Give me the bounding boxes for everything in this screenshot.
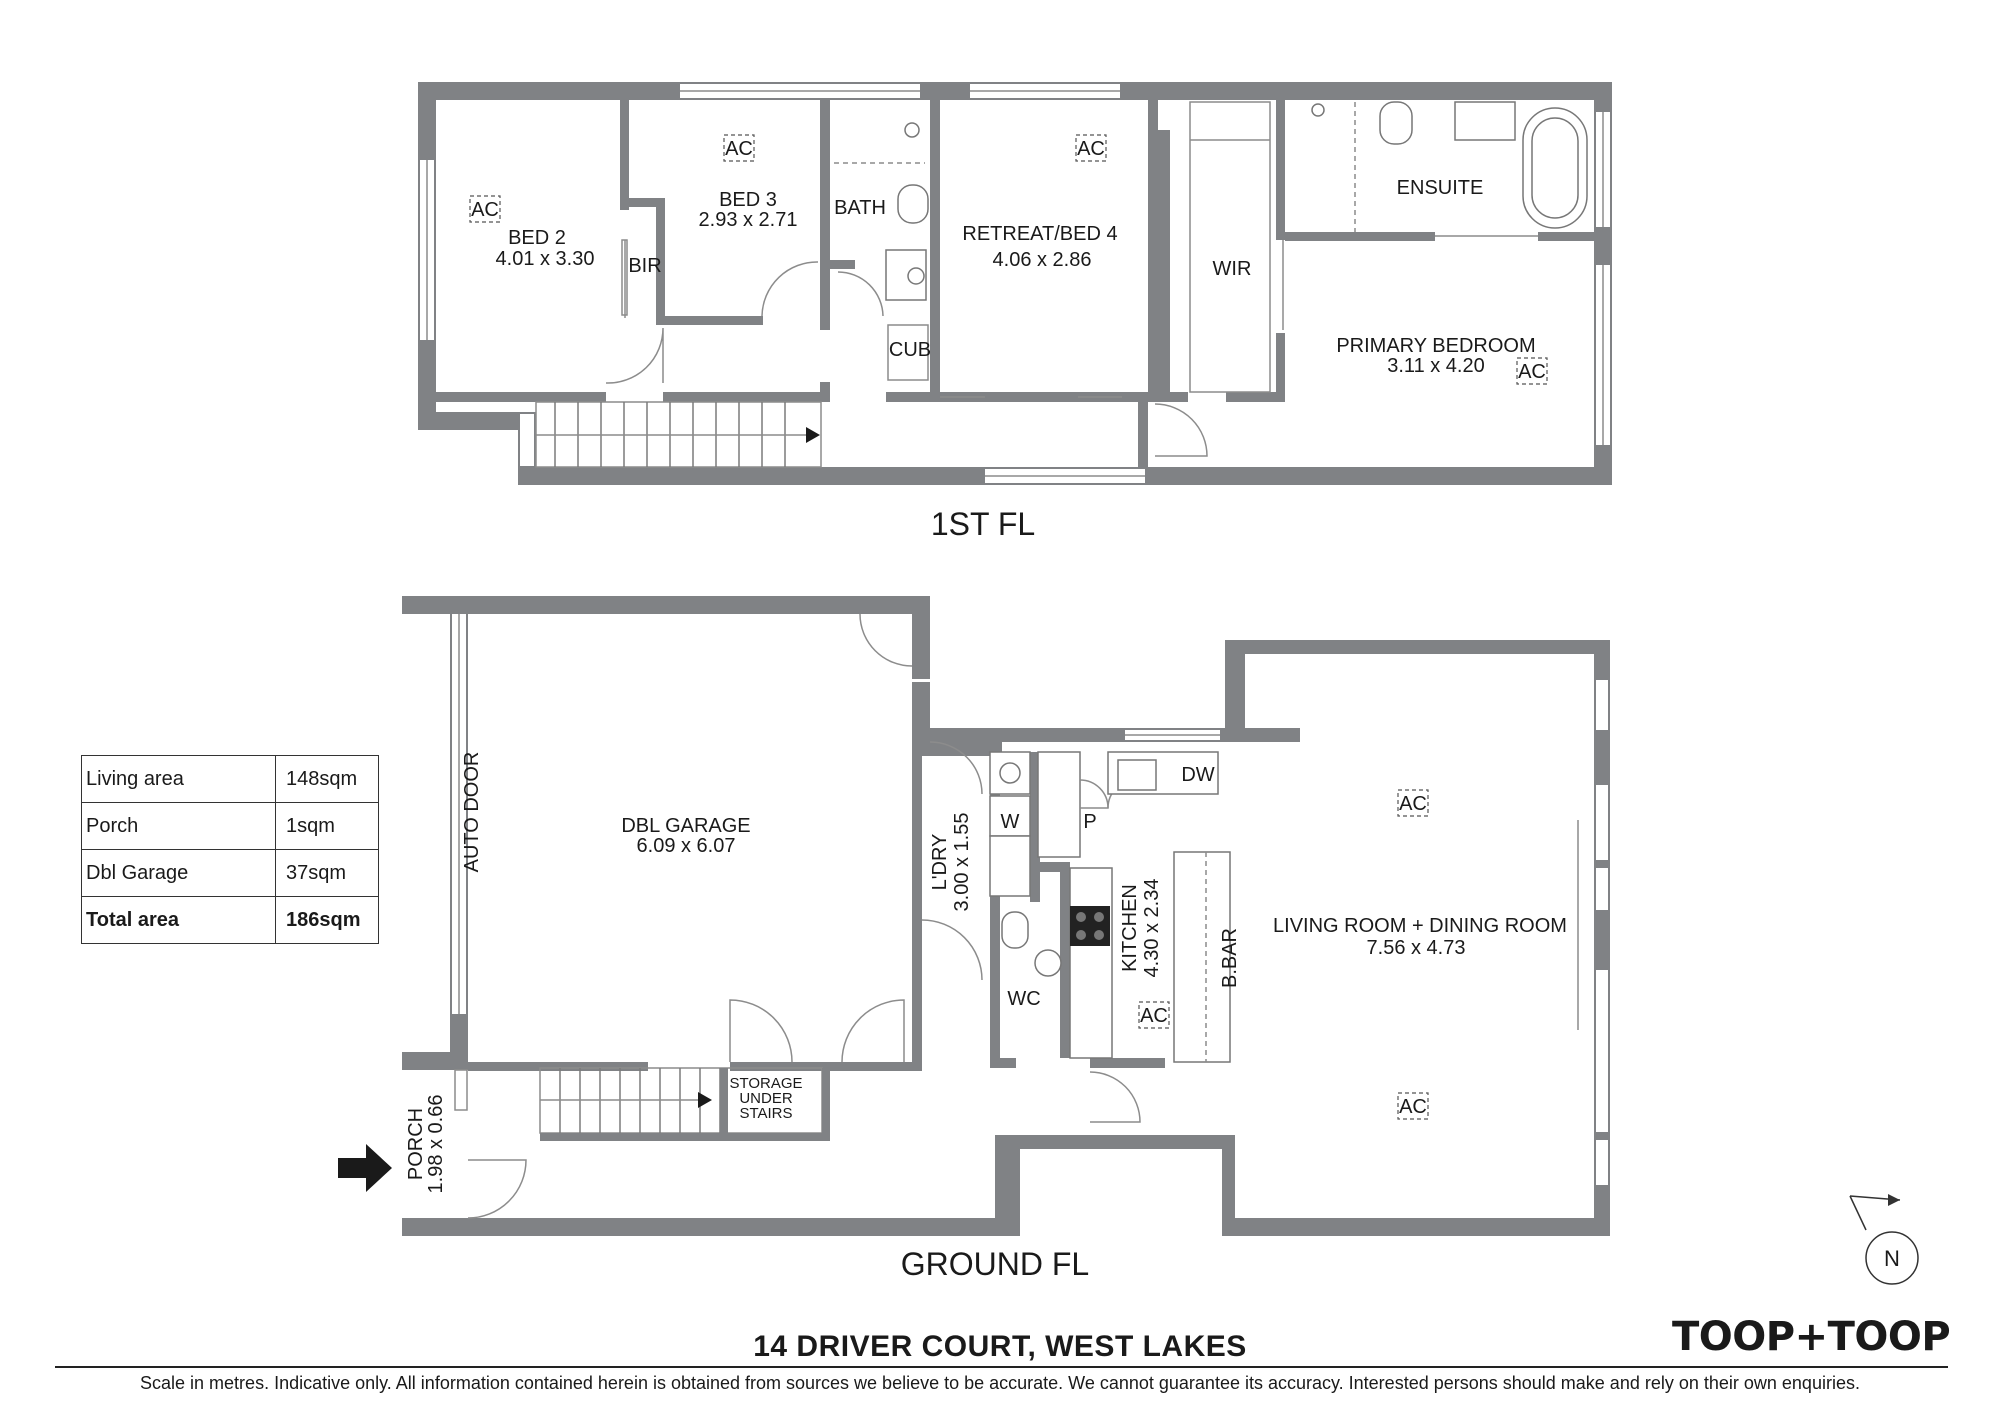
area-summary-table: Living area 148sqm Porch 1sqm Dbl Garage… (81, 755, 379, 944)
area-label: Total area (81, 896, 276, 944)
garage-dims: 6.09 x 6.07 (637, 835, 736, 857)
first-floor-outer-wall (418, 82, 1612, 485)
bath-label: BATH (834, 197, 886, 219)
first-floor-plan: BED 2 4.01 x 3.30 BIR BED 3 2.93 x 2.71 … (418, 82, 1612, 542)
primary-door (1154, 403, 1208, 457)
ensuite-label: ENSUITE (1397, 177, 1484, 199)
ground-floor-label: GROUND FL (901, 1246, 1089, 1282)
table-row: Dbl Garage 37sqm (81, 849, 379, 897)
porch-label: PORCH (405, 1108, 427, 1180)
area-value: 1sqm (275, 802, 379, 850)
bed2-dims: 4.01 x 3.30 (496, 248, 595, 270)
ac-unit-label: AC (725, 138, 753, 160)
bed2-door (605, 327, 664, 384)
bed2-label: BED 2 (508, 227, 566, 249)
primary-bedroom-label: PRIMARY BEDROOM (1336, 335, 1535, 357)
bir-label: BIR (628, 255, 661, 277)
retreat-label: RETREAT/BED 4 (962, 223, 1117, 245)
ac-unit-label: AC (1518, 361, 1546, 383)
table-row: Living area 148sqm (81, 755, 379, 803)
breakfast-bar-label: B.BAR (1219, 928, 1241, 988)
kitchen-bench (1069, 867, 1113, 1059)
area-label: Dbl Garage (81, 849, 276, 897)
bath-door (837, 271, 884, 317)
bath-toilet-icon (897, 184, 929, 224)
footer-divider (55, 1366, 1948, 1368)
north-label: N (1884, 1246, 1900, 1271)
garage-label: DBL GARAGE (621, 815, 750, 837)
ground-floor-plan: AUTO DOOR DBL GARAGE 6.09 x 6.07 L'DRY 3… (338, 596, 1610, 1282)
bath-shower-icon (904, 122, 920, 138)
kitchen-label: KITCHEN (1119, 884, 1141, 972)
stair-arrow-icon (698, 1092, 712, 1108)
disclaimer-text: Scale in metres. Indicative only. All in… (140, 1373, 1860, 1393)
washer-label: W (1001, 811, 1020, 833)
entry-arrow-icon (338, 1144, 392, 1192)
cub-label: CUB (889, 339, 931, 361)
north-arrow-icon: N (1849, 1194, 1919, 1285)
ground-floor-stairs (539, 1067, 830, 1141)
bed3-label: BED 3 (719, 189, 777, 211)
ac-unit-label: AC (1399, 793, 1427, 815)
wc-label: WC (1007, 988, 1040, 1010)
cooktop-icon (1070, 906, 1110, 946)
wc-toilet-icon (1001, 911, 1029, 949)
first-floor-stairs (535, 401, 822, 468)
ensuite-toilet-icon (1379, 101, 1413, 145)
area-value: 148sqm (275, 755, 379, 803)
laundry-label: L'DRY (929, 834, 951, 891)
ensuite-vanity-icon (1454, 101, 1516, 141)
bed3-door (761, 261, 819, 317)
breakfast-bar (1173, 851, 1231, 1063)
garage-side-door (859, 613, 913, 667)
pantry-label: P (1083, 811, 1096, 833)
ac-unit-label: AC (1399, 1096, 1427, 1118)
ac-unit-label: AC (1077, 138, 1105, 160)
area-value: 37sqm (275, 849, 379, 897)
ensuite-shower-icon (1311, 103, 1325, 117)
auto-door-label: AUTO DOOR (461, 752, 483, 873)
kitchen-dims: 4.30 x 2.34 (1141, 879, 1163, 978)
ac-unit-label: AC (471, 199, 499, 221)
storage-label-line1: STORAGE (729, 1075, 802, 1092)
retreat-dims: 4.06 x 2.86 (993, 249, 1092, 271)
storage-label-line2: UNDER (739, 1090, 793, 1107)
bed3-dims: 2.93 x 2.71 (699, 209, 798, 231)
wir-label: WIR (1213, 258, 1252, 280)
table-row: Porch 1sqm (81, 802, 379, 850)
area-value: 186sqm (275, 896, 379, 944)
area-label: Living area (81, 755, 276, 803)
storage-label-line3: STAIRS (739, 1105, 792, 1122)
brand-logo: TOOP+TOOP (1672, 1314, 1951, 1360)
first-floor-label: 1ST FL (931, 506, 1035, 542)
dishwasher-label: DW (1181, 764, 1214, 786)
living-dining-dims: 7.56 x 4.73 (1367, 937, 1466, 959)
porch-dims: 1.98 x 0.66 (425, 1095, 447, 1194)
primary-bedroom-dims: 3.11 x 4.20 (1387, 355, 1484, 377)
stair-arrow-icon (806, 427, 820, 443)
area-label: Porch (81, 802, 276, 850)
table-row-total: Total area 186sqm (81, 896, 379, 944)
ac-unit-label: AC (1140, 1005, 1168, 1027)
living-dining-label: LIVING ROOM + DINING ROOM (1273, 915, 1567, 937)
laundry-dims: 3.00 x 1.55 (951, 813, 973, 912)
property-address: 14 DRIVER COURT, WEST LAKES (753, 1330, 1247, 1363)
wc-basin-icon (1034, 949, 1062, 977)
